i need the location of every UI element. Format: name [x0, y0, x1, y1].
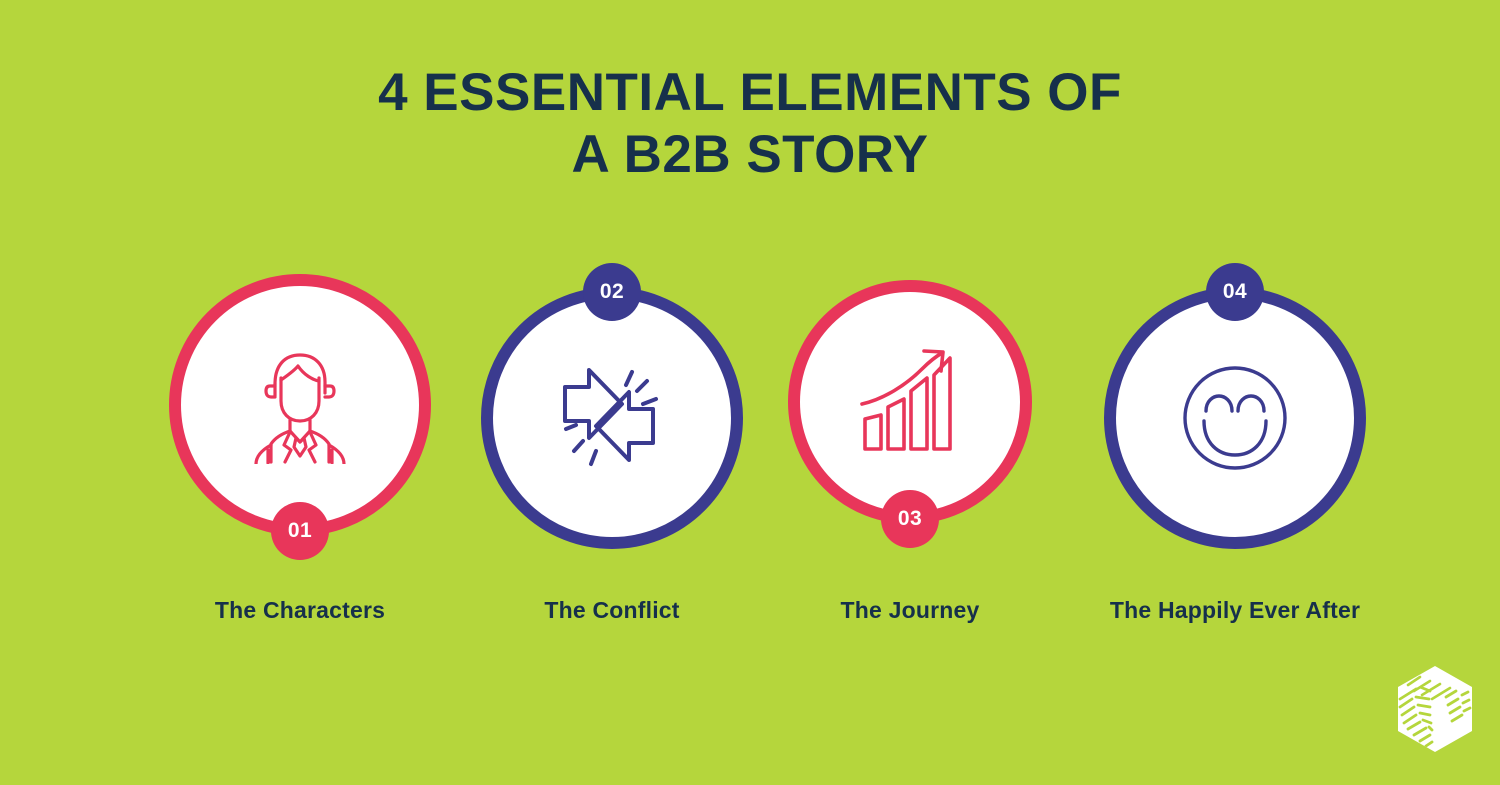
- title-line-1: 4 ESSENTIAL ELEMENTS OF: [378, 63, 1122, 122]
- circle-journey: 03: [788, 280, 1032, 548]
- smiley-face-icon: [1104, 287, 1366, 549]
- element-item-happily-ever-after: 04 The Happily Ever After: [1085, 252, 1385, 652]
- badge-number-01: 01: [271, 502, 329, 560]
- circle-characters: 01: [169, 274, 431, 560]
- item-label-characters: The Characters: [214, 597, 386, 623]
- title-line-2: A B2B STORY: [571, 125, 929, 184]
- colliding-arrows-icon: [481, 287, 743, 549]
- page-title: 4 ESSENTIAL ELEMENTS OF A B2B STORY: [0, 62, 1500, 186]
- item-label-conflict: The Conflict: [544, 597, 680, 623]
- elements-row: 01 The Characters: [0, 252, 1500, 652]
- businessman-icon: [169, 274, 431, 536]
- item-label-journey: The Journey: [840, 597, 980, 623]
- item-label-happily-ever-after: The Happily Ever After: [1109, 597, 1361, 623]
- hexagon-cube-logo: [1396, 665, 1474, 753]
- badge-number-04: 04: [1206, 263, 1264, 321]
- circle-happily-ever-after: 04: [1104, 263, 1366, 549]
- element-item-journey: 03 The Journey: [760, 252, 1060, 652]
- element-item-characters: 01 The Characters: [150, 252, 450, 652]
- circle-conflict: 02: [481, 263, 743, 549]
- badge-number-02: 02: [583, 263, 641, 321]
- badge-number-03: 03: [881, 490, 939, 548]
- element-item-conflict: 02 The Conflict: [462, 252, 762, 652]
- growth-chart-icon: [788, 280, 1032, 524]
